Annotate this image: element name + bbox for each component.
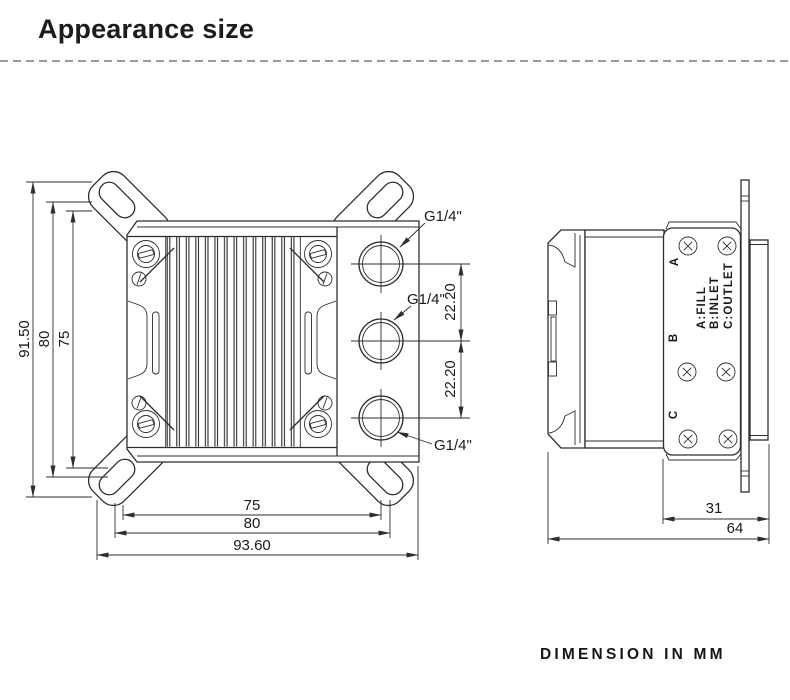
corner-screw	[304, 240, 332, 268]
side-grips	[127, 300, 337, 380]
dim-port-spacing-2: 22.20	[442, 360, 459, 398]
bracket-slot-top-left	[98, 181, 136, 219]
side-view: A B C A:FILL B:INLET C:OUTLET	[547, 179, 770, 544]
front-block-body	[126, 220, 470, 463]
port-thread-label-top: G1/4"	[424, 208, 462, 225]
corner-screw	[132, 240, 160, 268]
corner-screw	[304, 410, 332, 438]
legend-inlet: B:INLET	[709, 276, 721, 329]
dim-height-plate: 80	[36, 331, 53, 348]
side-housing	[584, 221, 742, 461]
bracket-slot-top-right	[366, 181, 404, 219]
width-dims: 75 80 93.60	[96, 466, 419, 560]
dim-width-plate: 80	[244, 515, 261, 532]
dim-depth-offset: 31	[706, 500, 723, 517]
side-cold-plate	[749, 239, 769, 441]
depth-dims: 31 64	[547, 444, 770, 544]
dim-height-total: 91.50	[16, 320, 33, 358]
fin-array	[165, 236, 301, 448]
legend-fill: A:FILL	[696, 286, 708, 329]
port-thread-labels: G1/4" G1/4" G1/4"	[393, 208, 472, 454]
dim-width-total: 93.60	[233, 537, 271, 554]
port-marker-b: B	[668, 334, 680, 342]
page-title: Appearance size	[38, 14, 255, 44]
side-fin-profile	[547, 229, 586, 449]
legend-outlet: C:OUTLET	[723, 262, 735, 329]
port-thread-label-bottom: G1/4"	[434, 437, 472, 454]
dim-depth-total: 64	[727, 520, 744, 537]
small-screws	[131, 271, 333, 411]
bracket-slot-bottom-left	[98, 458, 136, 496]
face-plate-screws	[677, 236, 738, 449]
dim-width-holes: 75	[244, 497, 261, 514]
dim-port-spacing-1: 22.20	[442, 283, 459, 321]
port-thread-label-middle: G1/4"	[407, 291, 445, 308]
side-bracket-edge	[740, 179, 750, 493]
port-legend: A:FILL B:INLET C:OUTLET	[696, 262, 735, 329]
front-view: G1/4" G1/4" G1/4" 22.20 22.20	[16, 170, 472, 560]
port-marker-c: C	[668, 411, 680, 419]
port-marker-a: A	[669, 258, 681, 266]
side-face-plate: A B C A:FILL B:INLET C:OUTLET	[662, 227, 742, 456]
units-note: DIMENSION IN MM	[540, 646, 726, 663]
port-spacing-dims: 22.20 22.20	[442, 263, 464, 419]
dim-height-holes: 75	[56, 331, 73, 348]
port-inlet	[351, 312, 470, 370]
height-dims: 91.50 80 75	[16, 181, 108, 498]
corner-screw	[132, 410, 160, 438]
port-outlet	[351, 389, 470, 447]
port-fill	[351, 235, 470, 293]
